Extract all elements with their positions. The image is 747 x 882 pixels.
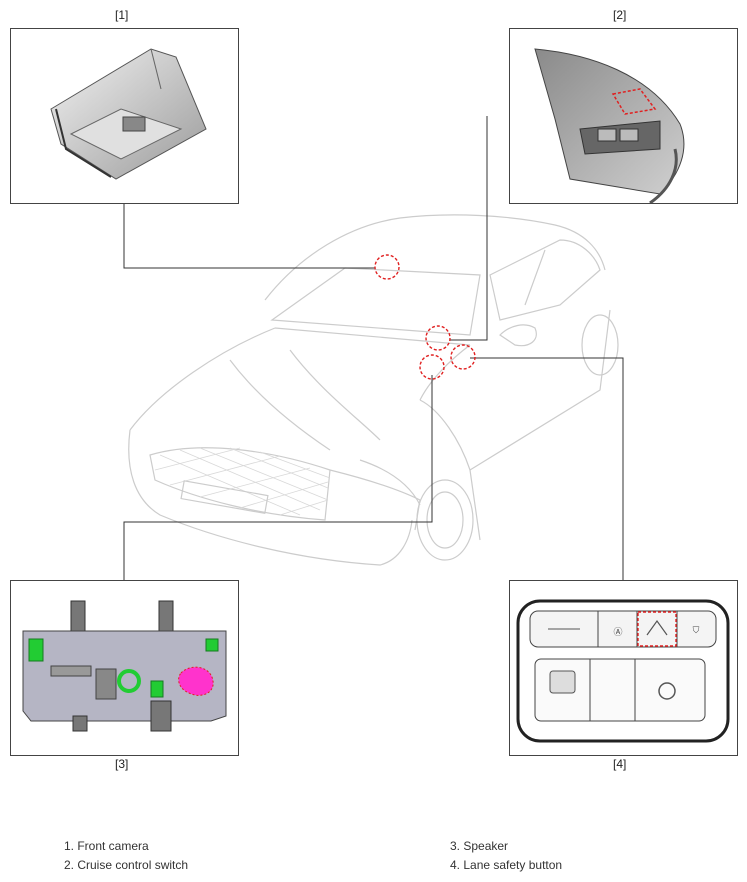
highlight-circles <box>374 254 476 380</box>
highlight-circle-4 <box>450 344 476 370</box>
front-camera-illustration <box>50 48 207 180</box>
legend-right: 3. Speaker 4. Lane safety button <box>450 837 562 875</box>
callout-label-4: [4] <box>613 757 627 771</box>
highlight-circle-3 <box>419 354 445 380</box>
speaker-illustration <box>22 600 227 732</box>
callout-label-2: [2] <box>613 8 627 22</box>
svg-text:⛉: ⛉ <box>693 625 700 635</box>
legend-item: 3. Speaker <box>450 839 509 853</box>
highlight-circle-2 <box>425 325 451 351</box>
callout-label-3: [3] <box>115 757 129 771</box>
leader-line-3 <box>123 375 433 580</box>
legend-item: 1. Front camera <box>64 839 149 853</box>
detail-box-1 <box>10 28 239 204</box>
leader-lines <box>123 116 624 580</box>
leader-line-1 <box>123 203 375 269</box>
highlight-circle-1 <box>374 254 400 280</box>
car-outline <box>128 214 619 566</box>
svg-text:Ⓐ: Ⓐ <box>613 627 622 637</box>
callout-label-1: [1] <box>115 8 129 22</box>
lane-safety-button-illustration: Ⓐ ⛉ <box>516 599 730 743</box>
leader-line-2 <box>450 116 488 341</box>
legend-item: 4. Lane safety button <box>450 858 563 872</box>
detail-box-3 <box>10 580 239 756</box>
leader-line-4 <box>470 357 624 580</box>
detail-box-2 <box>509 28 738 204</box>
detail-box-4: Ⓐ ⛉ <box>509 580 738 756</box>
legend-left: 1. Front camera 2. Cruise control switch <box>64 837 188 875</box>
cruise-control-switch-illustration <box>534 48 685 203</box>
legend-item: 2. Cruise control switch <box>64 858 189 872</box>
